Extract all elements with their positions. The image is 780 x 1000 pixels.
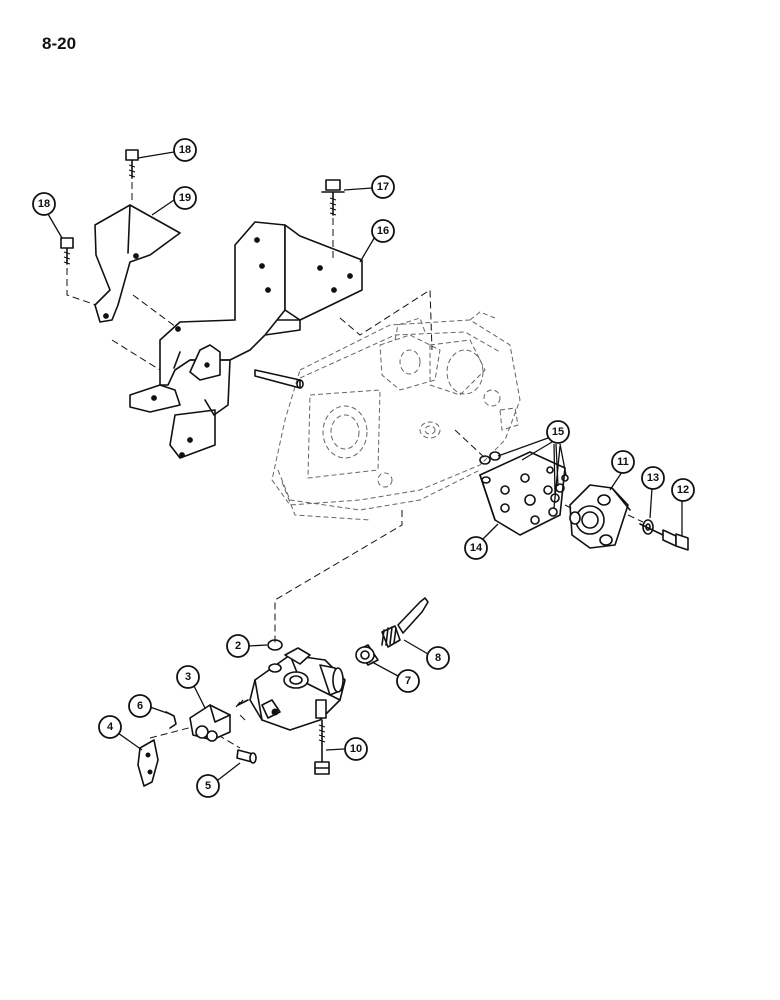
lever-8: [381, 597, 429, 648]
callout-11: 11: [611, 450, 635, 474]
bolt-17: [321, 179, 345, 216]
bracket-19: [94, 204, 181, 323]
callout-10: 10: [344, 737, 368, 761]
callout-label: 3: [185, 671, 191, 683]
adapter-plate-14: [479, 451, 566, 536]
callout-label: 14: [470, 542, 483, 554]
callout-label: 19: [179, 192, 191, 204]
callout-label: 7: [405, 675, 411, 687]
callout-label: 18: [179, 144, 191, 156]
link-4: [137, 739, 159, 787]
callout-2: 2: [226, 634, 250, 658]
callout-18-left: 18: [32, 192, 56, 216]
callout-label: 5: [205, 780, 211, 792]
callout-label: 6: [137, 700, 143, 712]
callout-label: 18: [38, 198, 50, 210]
callout-15: 15: [546, 420, 570, 444]
o-ring-2: [267, 639, 283, 651]
callout-5: 5: [196, 774, 220, 798]
callout-19: 19: [173, 186, 197, 210]
o-rings-15: [479, 451, 569, 517]
callout-18-top: 18: [173, 138, 197, 162]
callout-label: 17: [377, 181, 389, 193]
callout-label: 8: [435, 652, 441, 664]
callout-8: 8: [426, 646, 450, 670]
callout-label: 11: [617, 456, 629, 468]
callout-7: 7: [396, 669, 420, 693]
callout-label: 13: [647, 472, 659, 484]
callout-17: 17: [371, 175, 395, 199]
page-number: 8-20: [42, 34, 77, 53]
callout-12: 12: [671, 478, 695, 502]
pump-11: [569, 484, 631, 549]
pin-6: [165, 711, 177, 729]
washer-7: [355, 644, 379, 666]
callout-label: 16: [377, 225, 389, 237]
callout-3: 3: [176, 665, 200, 689]
assembly-lines-upper: [66, 182, 433, 371]
callout-14: 14: [464, 536, 488, 560]
bolt-12: [639, 523, 689, 551]
callout-label: 2: [235, 640, 241, 652]
callout-label: 15: [552, 426, 564, 438]
callout-6: 6: [128, 694, 152, 718]
callout-16: 16: [371, 219, 395, 243]
pin-5: [236, 749, 257, 764]
assembly-lines-right: [454, 429, 644, 523]
control-valve-body: [235, 647, 346, 731]
assembly-lines-lower: [149, 510, 403, 749]
mounting-bracket-16: [129, 221, 363, 459]
bolt-10: [314, 719, 330, 775]
callout-label: 4: [107, 721, 114, 733]
bolt-18-top: [125, 149, 139, 179]
clevis-3: [189, 704, 231, 742]
callout-label: 10: [350, 743, 362, 755]
callout-4: 4: [98, 715, 122, 739]
callout-label: 12: [677, 484, 689, 496]
callout-13: 13: [641, 466, 665, 490]
transmission-housing-outline: [271, 311, 521, 521]
bolt-18-left: [60, 237, 74, 265]
leader-lines: [47, 151, 683, 781]
